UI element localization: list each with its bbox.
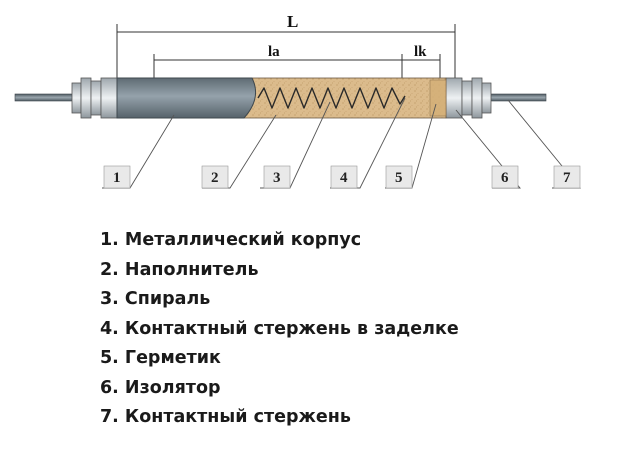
insulator-left <box>71 77 118 119</box>
spiral <box>257 87 406 109</box>
callout-2-label: 2 <box>211 170 219 186</box>
callout-4: 4 <box>330 165 358 189</box>
legend-item: 3. Спираль <box>100 289 211 309</box>
legend-item: 1. Металлический корпус <box>100 230 362 250</box>
sealant <box>429 79 447 117</box>
callout-7: 7 <box>553 165 581 189</box>
dimension-lines <box>116 24 456 80</box>
legend-item: 6. Изолятор <box>100 377 221 398</box>
callout-5: 5 <box>385 165 413 189</box>
callout-6: 6 <box>491 165 519 189</box>
callout-3-label: 3 <box>273 170 281 186</box>
parts-legend: 1. Металлический корпус 2. Наполнитель 3… <box>100 226 459 433</box>
contact-rod-right <box>487 93 547 102</box>
legend-item: 7. Контактный стержень <box>100 407 351 427</box>
legend-item: 4. Контактный стержень в заделке <box>100 318 459 339</box>
callout-1-label: 1 <box>113 170 121 186</box>
contact-rod-left <box>14 93 76 102</box>
callout-3: 3 <box>263 165 291 189</box>
callout-7-label: 7 <box>563 170 571 186</box>
callout-1: 1 <box>103 165 131 189</box>
dimension-total-label: L <box>287 12 298 31</box>
callout-5-label: 5 <box>395 170 403 186</box>
dimension-active-label: la <box>268 44 280 60</box>
insulator-right <box>445 77 492 119</box>
callout-2: 2 <box>201 165 229 189</box>
legend-item: 2. Наполнитель <box>100 259 259 280</box>
metal-body <box>116 77 257 119</box>
dimension-contact-label: lk <box>414 44 427 60</box>
legend-item: 5. Герметик <box>100 348 221 368</box>
callout-4-label: 4 <box>340 170 348 186</box>
heating-element-diagram: L la lk 1 2 <box>14 12 581 189</box>
callout-6-label: 6 <box>501 170 509 186</box>
